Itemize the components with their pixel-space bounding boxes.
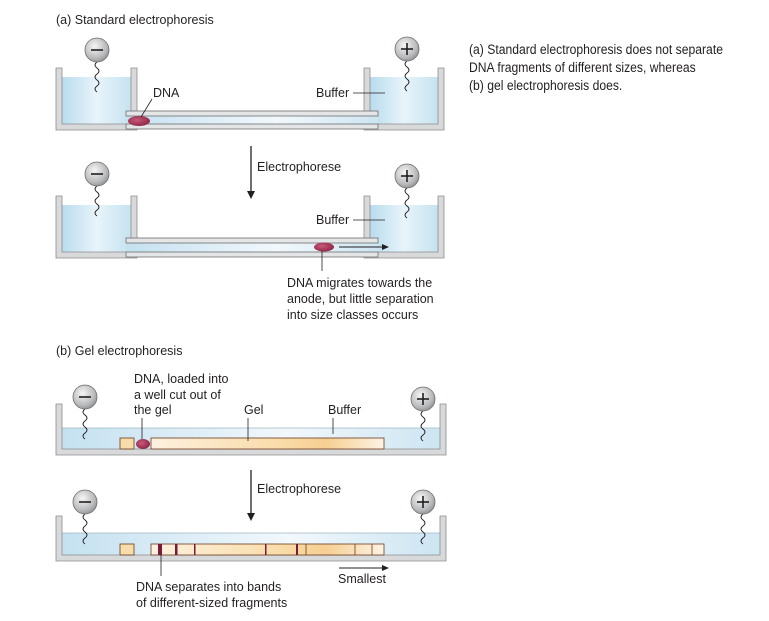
step-label-a: Electrophorese xyxy=(257,160,341,174)
left-tank xyxy=(55,195,138,259)
cathode-electrode xyxy=(84,37,110,93)
top-plate xyxy=(125,237,379,244)
buffer-channel xyxy=(126,243,378,252)
buffer-label: Buffer xyxy=(316,213,349,227)
coil-icon xyxy=(82,513,88,545)
step-label-b: Electrophorese xyxy=(257,482,341,496)
coil-icon xyxy=(404,60,410,92)
standard-apparatus-before: DNA Buffer xyxy=(55,67,445,131)
coil-icon xyxy=(420,513,426,545)
coil-icon xyxy=(94,61,100,93)
bottom-plate xyxy=(125,123,379,130)
arrow-down-icon xyxy=(247,191,255,199)
coil-icon xyxy=(82,408,88,440)
anode-electrode xyxy=(410,489,436,545)
right-tank xyxy=(363,195,445,259)
cathode-electrode xyxy=(72,489,98,545)
dna-in-well xyxy=(136,439,150,449)
left-buffer xyxy=(62,77,131,124)
cathode-electrode xyxy=(72,384,98,440)
band-note-line-2: of different-sized fragments xyxy=(136,596,287,610)
migration-note-line-3: into size classes occurs xyxy=(287,308,418,322)
right-buffer xyxy=(370,77,438,124)
dna-band xyxy=(175,544,178,555)
dna-band xyxy=(296,544,298,555)
caption-line-2: DNA fragments of different sizes, wherea… xyxy=(469,60,696,75)
right-tank xyxy=(363,67,445,131)
dna-band xyxy=(194,544,196,555)
dna-label: DNA xyxy=(153,86,180,100)
panel-a-title: (a) Standard electrophoresis xyxy=(56,13,214,27)
anode-electrode xyxy=(394,36,420,92)
buffer-channel xyxy=(126,116,378,124)
gel-end-block xyxy=(119,543,135,556)
gel-label: Gel xyxy=(244,403,263,417)
coil-icon xyxy=(94,185,100,217)
bottom-plate xyxy=(125,251,379,258)
gel-end-block xyxy=(119,437,135,450)
figure-caption: (a) Standard electrophoresis does not se… xyxy=(469,41,730,95)
buffer-label: Buffer xyxy=(328,403,361,417)
migration-note-line-1: DNA migrates towards the xyxy=(287,276,432,290)
dna-band xyxy=(265,544,267,555)
coil-icon xyxy=(404,187,410,219)
dna-sample-migrated xyxy=(314,242,334,252)
left-tank xyxy=(55,67,138,131)
gel-apparatus-before: DNA, loaded into a well cut out of the g… xyxy=(55,372,447,456)
buffer-label: Buffer xyxy=(316,86,349,100)
dna-band xyxy=(158,544,162,555)
cathode-electrode xyxy=(84,161,110,217)
dna-well-label-line-2: a well cut out of xyxy=(134,388,221,402)
band-note-line-1: DNA separates into bands xyxy=(136,580,281,594)
standard-apparatus-after: Buffer DNA migrates towards the anode, b… xyxy=(55,195,445,322)
caption-line-3: (b) gel electrophoresis does. xyxy=(469,78,623,93)
gel-slab xyxy=(150,437,385,450)
top-plate xyxy=(125,110,379,117)
smallest-label: Smallest xyxy=(338,572,386,586)
dna-well-label-line-3: the gel xyxy=(134,403,172,417)
dna-well-label-line-1: DNA, loaded into xyxy=(134,372,229,386)
gel-apparatus-after: DNA separates into bands of different-si… xyxy=(55,515,447,610)
gel-tank xyxy=(55,403,447,456)
anode-electrode xyxy=(410,386,436,442)
dna-leader-line xyxy=(140,98,153,118)
gel-slab xyxy=(150,543,385,556)
caption-line-1: (a) Standard electrophoresis does not se… xyxy=(469,42,723,57)
arrow-down-icon xyxy=(247,513,255,521)
migration-note-line-2: anode, but little separation xyxy=(287,292,434,306)
anode-electrode xyxy=(394,163,420,219)
dna-sample xyxy=(128,116,150,126)
coil-icon xyxy=(420,410,426,442)
gel-tank xyxy=(55,515,447,562)
panel-b-title: (b) Gel electrophoresis xyxy=(56,344,182,358)
